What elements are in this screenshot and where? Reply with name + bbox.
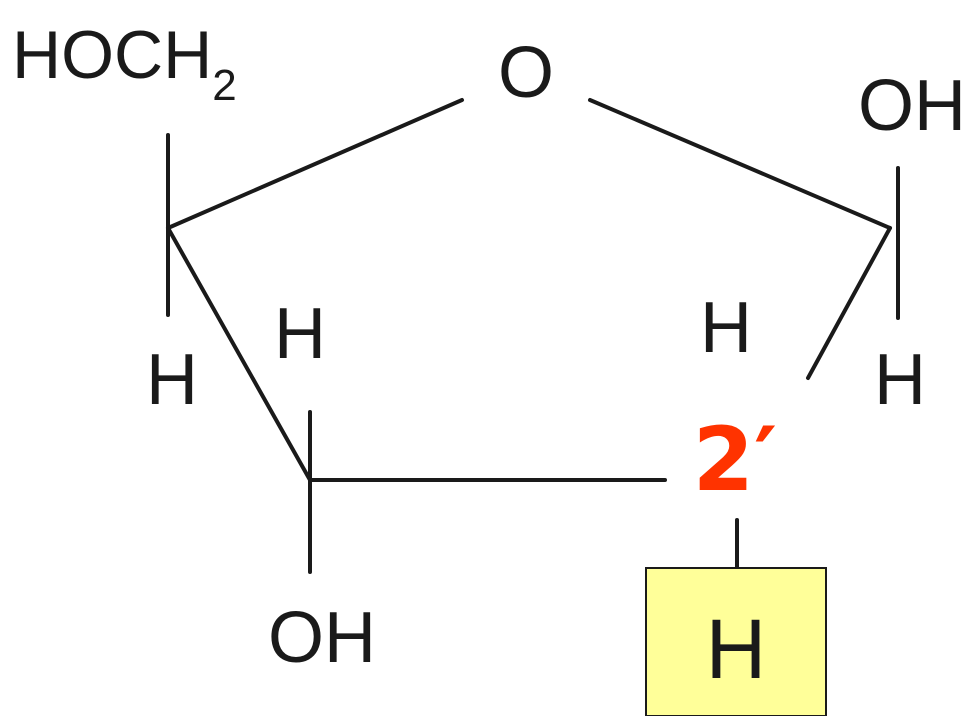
atom-c2-h-top: H	[700, 288, 752, 368]
highlighted-h-atom: H	[706, 602, 767, 696]
atom-hoch2-subscript: 2	[212, 61, 236, 110]
atom-ring-oxygen: O	[498, 33, 554, 113]
bond-o-c1	[588, 98, 892, 230]
atom-c4-h: H	[146, 340, 198, 420]
position-label-2-prime: 2′	[693, 408, 777, 511]
atom-c3-oh: OH	[268, 598, 376, 678]
atom-hoch2-main: HOCH	[12, 17, 212, 93]
atom-c3-h: H	[274, 294, 326, 374]
highlighted-h-box	[645, 567, 827, 716]
atom-c1-h: H	[874, 340, 926, 420]
bond-c1-c2	[806, 226, 892, 380]
bond-c4-c3	[166, 226, 312, 482]
atom-hoch2: HOCH2	[12, 17, 237, 110]
bond-c4-o	[166, 98, 464, 230]
atom-c1-oh: OH	[858, 66, 966, 146]
